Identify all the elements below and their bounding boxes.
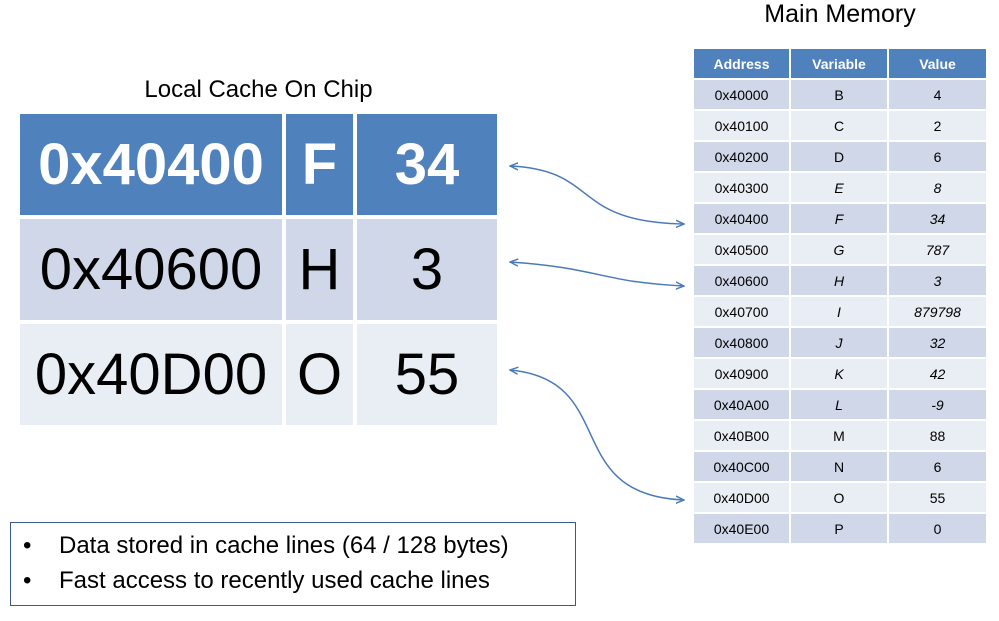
memory-header-value: Value	[889, 49, 986, 78]
memory-variable-cell: K	[791, 359, 887, 388]
memory-value-cell: 88	[889, 421, 986, 450]
cache-variable-cell: F	[286, 114, 353, 215]
cache-address-cell: 0x40400	[20, 114, 282, 215]
cache-value-cell: 34	[357, 114, 497, 215]
memory-table: Address Variable Value 0x40000 B 4 0x401…	[694, 49, 986, 543]
arrow-H-to-memory	[510, 262, 684, 286]
bullet-icon: •	[23, 567, 32, 594]
cache-table: 0x40400 F 34 0x40600 H 3 0x40D00 O 55	[20, 114, 497, 425]
memory-header-address: Address	[694, 49, 789, 78]
memory-variable-cell: N	[791, 452, 887, 481]
arrow-F-to-memory	[510, 166, 684, 224]
note-item: • Data stored in cache lines (64 / 128 by…	[23, 532, 509, 560]
cache-address-cell: 0x40600	[20, 219, 282, 320]
memory-value-cell: 3	[889, 266, 986, 295]
memory-row: 0x40000 B 4	[694, 80, 986, 109]
memory-variable-cell: P	[791, 514, 887, 543]
memory-address-cell: 0x40E00	[694, 514, 789, 543]
memory-value-cell: 8	[889, 173, 986, 202]
memory-value-cell: 55	[889, 483, 986, 512]
note-text: Data stored in cache lines (64 / 128 byt…	[59, 532, 509, 559]
memory-variable-cell: D	[791, 142, 887, 171]
memory-row: 0x40500 G 787	[694, 235, 986, 264]
memory-address-cell: 0x40000	[694, 80, 789, 109]
memory-value-cell: 0	[889, 514, 986, 543]
bullet-icon: •	[23, 532, 32, 559]
memory-value-cell: 6	[889, 142, 986, 171]
memory-title: Main Memory	[764, 0, 916, 28]
memory-value-cell: 6	[889, 452, 986, 481]
memory-row: 0x40D00 O 55	[694, 483, 986, 512]
cache-value-cell: 55	[357, 324, 497, 425]
memory-row: 0x40400 F 34	[694, 204, 986, 233]
notes-box: • Data stored in cache lines (64 / 128 by…	[10, 522, 576, 606]
note-text: Fast access to recently used cache lines	[59, 567, 490, 594]
memory-variable-cell: I	[791, 297, 887, 326]
memory-address-cell: 0x40C00	[694, 452, 789, 481]
memory-value-cell: 34	[889, 204, 986, 233]
cache-variable-cell: O	[286, 324, 353, 425]
memory-row: 0x40900 K 42	[694, 359, 986, 388]
memory-value-cell: 4	[889, 80, 986, 109]
memory-variable-cell: H	[791, 266, 887, 295]
memory-row: 0x40100 C 2	[694, 111, 986, 140]
memory-variable-cell: C	[791, 111, 887, 140]
memory-address-cell: 0x40200	[694, 142, 789, 171]
memory-value-cell: 879798	[889, 297, 986, 326]
memory-address-cell: 0x40300	[694, 173, 789, 202]
memory-header-row: Address Variable Value	[694, 49, 986, 78]
memory-variable-cell: B	[791, 80, 887, 109]
cache-address-cell: 0x40D00	[20, 324, 282, 425]
memory-value-cell: 42	[889, 359, 986, 388]
memory-address-cell: 0x40500	[694, 235, 789, 264]
memory-address-cell: 0x40900	[694, 359, 789, 388]
memory-row: 0x40600 H 3	[694, 266, 986, 295]
memory-address-cell: 0x40400	[694, 204, 789, 233]
memory-variable-cell: E	[791, 173, 887, 202]
memory-variable-cell: F	[791, 204, 887, 233]
arrow-O-to-memory	[510, 370, 684, 500]
note-item: • Fast access to recently used cache line…	[23, 567, 490, 595]
memory-value-cell: 2	[889, 111, 986, 140]
memory-variable-cell: O	[791, 483, 887, 512]
cache-row: 0x40600 H 3	[20, 219, 497, 320]
memory-row: 0x40200 D 6	[694, 142, 986, 171]
cache-title: Local Cache On Chip	[144, 76, 373, 103]
memory-row: 0x40700 I 879798	[694, 297, 986, 326]
cache-variable-cell: H	[286, 219, 353, 320]
memory-address-cell: 0x40700	[694, 297, 789, 326]
memory-address-cell: 0x40B00	[694, 421, 789, 450]
memory-address-cell: 0x40100	[694, 111, 789, 140]
cache-row: 0x40D00 O 55	[20, 324, 497, 425]
memory-value-cell: 32	[889, 328, 986, 357]
memory-variable-cell: J	[791, 328, 887, 357]
memory-row: 0x40B00 M 88	[694, 421, 986, 450]
cache-row: 0x40400 F 34	[20, 114, 497, 215]
memory-row: 0x40E00 P 0	[694, 514, 986, 543]
memory-row: 0x40800 J 32	[694, 328, 986, 357]
memory-variable-cell: M	[791, 421, 887, 450]
memory-row: 0x40300 E 8	[694, 173, 986, 202]
memory-address-cell: 0x40D00	[694, 483, 789, 512]
memory-address-cell: 0x40600	[694, 266, 789, 295]
memory-variable-cell: L	[791, 390, 887, 419]
memory-header-variable: Variable	[791, 49, 887, 78]
memory-row: 0x40C00 N 6	[694, 452, 986, 481]
memory-address-cell: 0x40A00	[694, 390, 789, 419]
memory-value-cell: 787	[889, 235, 986, 264]
memory-variable-cell: G	[791, 235, 887, 264]
memory-value-cell: -9	[889, 390, 986, 419]
memory-address-cell: 0x40800	[694, 328, 789, 357]
cache-value-cell: 3	[357, 219, 497, 320]
memory-row: 0x40A00 L -9	[694, 390, 986, 419]
